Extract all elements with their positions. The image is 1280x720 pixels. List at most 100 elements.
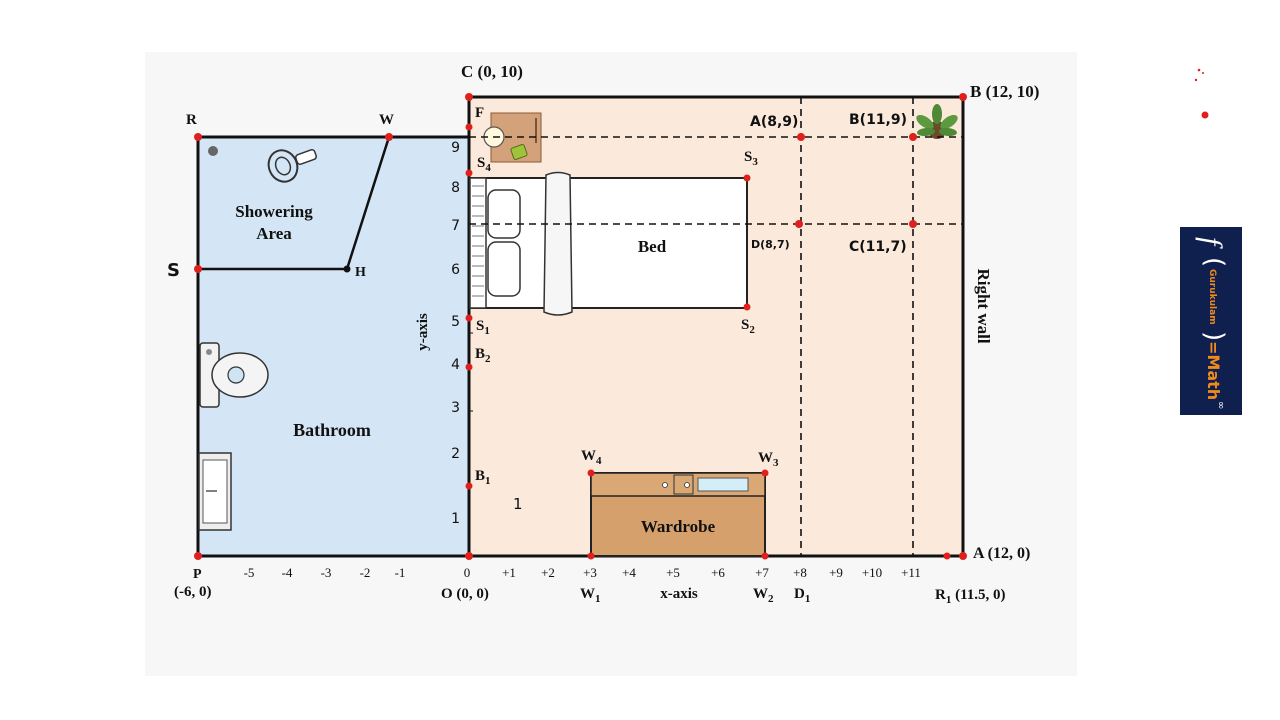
label-w2: W2 xyxy=(753,586,774,605)
point-c xyxy=(465,93,473,101)
label-b2: B2 xyxy=(475,346,491,365)
y-axis-label: y-axis xyxy=(415,313,431,351)
label-h: H xyxy=(355,265,366,280)
right-wall-label: Right wall xyxy=(974,268,993,343)
stray-dot xyxy=(1201,111,1209,119)
point-s xyxy=(194,265,202,273)
x-tick-label: -4 xyxy=(282,565,293,580)
showering-area-label-1: Showering xyxy=(235,202,313,221)
point-w1 xyxy=(587,552,595,560)
shower-head-icon xyxy=(208,146,318,183)
point-b119 xyxy=(909,133,917,141)
x-tick-label: -3 xyxy=(321,565,332,580)
x-tick-label: +5 xyxy=(666,565,680,580)
bed-label: Bed xyxy=(638,237,667,256)
bed-icon xyxy=(469,171,748,316)
x-tick-label: -1 xyxy=(395,565,406,580)
x-tick-label: -5 xyxy=(244,565,255,580)
showering-area-label-2: Area xyxy=(256,224,292,243)
label-a-corner: A (12, 0) xyxy=(973,545,1030,562)
x-tick-label: 0 xyxy=(464,565,471,580)
stray-marks xyxy=(1194,68,1204,82)
label-a89: A(8,9) xyxy=(750,114,798,130)
logo-infinity: ∞ xyxy=(1215,401,1226,409)
point-w4 xyxy=(587,469,595,477)
label-b119: B(11,9) xyxy=(849,112,907,128)
label-r: R xyxy=(186,112,197,128)
x-tick-label: +4 xyxy=(622,565,636,580)
x-axis-ticks: -5 -4 -3 -2 -1 0 +1 +2 +3 +4 +5 +6 +7 +8 +9 +10 +11 xyxy=(244,565,921,580)
point-r1 xyxy=(943,552,951,560)
logo-paren-close: ) xyxy=(1199,331,1229,341)
y-tick-label: 2 xyxy=(451,446,460,462)
x-tick-label: +9 xyxy=(829,565,843,580)
stray-number: 1 xyxy=(513,495,523,513)
point-s3 xyxy=(743,174,751,182)
point-b2 xyxy=(465,363,473,371)
axis-tick-marks xyxy=(469,332,473,412)
wardrobe-icon xyxy=(590,472,766,557)
point-a-corner xyxy=(959,552,967,560)
plant-icon xyxy=(916,104,958,139)
point-f xyxy=(465,123,473,131)
label-s3: S3 xyxy=(744,149,758,168)
point-s4 xyxy=(465,169,473,177)
point-o xyxy=(465,552,473,560)
sink-icon xyxy=(198,452,232,531)
x-tick-label: +10 xyxy=(862,565,882,580)
x-tick-label: +1 xyxy=(502,565,516,580)
y-tick-label: 4 xyxy=(451,357,460,373)
x-tick-label: +7 xyxy=(755,565,769,580)
label-d87: D(8,7) xyxy=(751,238,790,251)
label-o: O (0, 0) xyxy=(441,586,489,602)
x-tick-label: +6 xyxy=(711,565,725,580)
label-d1: D1 xyxy=(794,586,810,605)
point-c117 xyxy=(909,220,917,228)
point-s1 xyxy=(465,314,473,322)
point-r xyxy=(194,133,202,141)
label-b1: B1 xyxy=(475,468,491,487)
logo-word: Gurukulam xyxy=(1207,269,1217,325)
label-s1: S1 xyxy=(476,318,490,337)
label-w4: W4 xyxy=(581,448,602,467)
y-tick-label: 3 xyxy=(451,400,460,416)
y-tick-label: 9 xyxy=(451,140,460,156)
x-tick-label: +8 xyxy=(793,565,807,580)
label-c: C (0, 10) xyxy=(461,62,523,81)
label-f: F xyxy=(475,105,484,121)
label-p: P xyxy=(193,567,202,582)
label-w: W xyxy=(379,112,394,128)
x-tick-label: -2 xyxy=(360,565,371,580)
label-r1: R1 (11.5, 0) xyxy=(935,587,1006,606)
point-b1 xyxy=(465,482,473,490)
label-w3: W3 xyxy=(758,450,779,469)
wardrobe-label: Wardrobe xyxy=(641,517,716,536)
x-axis-label: x-axis xyxy=(660,586,698,602)
y-tick-label: 7 xyxy=(451,218,460,234)
bathroom-area xyxy=(196,135,471,558)
label-s: S xyxy=(167,260,180,281)
x-tick-label: +2 xyxy=(541,565,555,580)
x-tick-label: +3 xyxy=(583,565,597,580)
label-s2: S2 xyxy=(741,317,755,336)
logo-f-symbol: f xyxy=(1195,237,1228,249)
logo-math: =Math xyxy=(1204,341,1223,400)
y-tick-label: 6 xyxy=(451,262,460,278)
point-d87 xyxy=(795,220,803,228)
label-s4: S4 xyxy=(477,155,491,174)
label-b-corner: B (12, 10) xyxy=(970,82,1039,101)
y-tick-label: 1 xyxy=(451,511,460,527)
logo-paren-open: ( xyxy=(1199,257,1229,267)
dashed-lines xyxy=(469,97,963,556)
point-s2 xyxy=(743,303,751,311)
point-a89 xyxy=(797,133,805,141)
x-tick-label: +11 xyxy=(901,565,921,580)
y-tick-label: 5 xyxy=(451,314,460,330)
point-w2 xyxy=(761,552,769,560)
gurukulam-math-logo: f ( Gurukulam ) =Math ∞ xyxy=(1180,227,1242,415)
points xyxy=(194,93,1209,560)
label-w1: W1 xyxy=(580,586,601,605)
point-b-corner xyxy=(959,93,967,101)
